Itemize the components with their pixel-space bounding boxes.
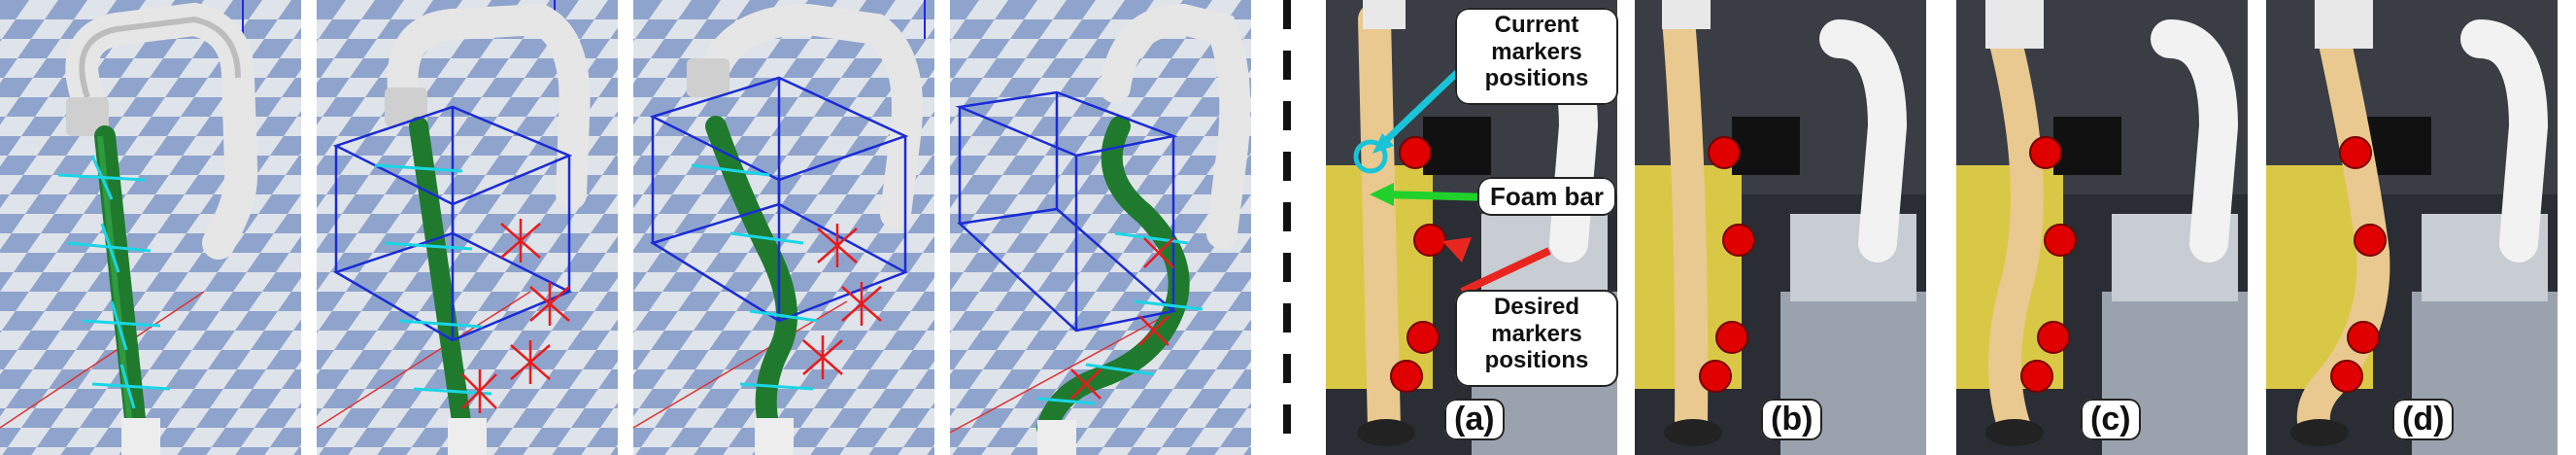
panel-label-b: (b) <box>1761 399 1823 440</box>
current-markers-callout: Current markers positions <box>1455 8 1618 105</box>
panel-label-c: (c) <box>2081 399 2141 440</box>
dashed-divider <box>1283 0 1291 455</box>
sim-panel-3 <box>633 0 934 455</box>
sim-panel-4 <box>950 0 1251 455</box>
sim-panel-1 <box>0 0 301 455</box>
real-panel-d: (d) <box>2266 0 2558 455</box>
foam-bar-callout: Foam bar <box>1477 177 1616 216</box>
panel-label-a: (a) <box>1444 399 1505 440</box>
real-panel-c: (c) <box>1956 0 2248 455</box>
panel-label-d: (d) <box>2392 399 2455 440</box>
desired-markers-callout: Desired markers positions <box>1455 290 1618 387</box>
real-panel-b: (b) <box>1635 0 1926 455</box>
sim-panel-2 <box>317 0 618 455</box>
